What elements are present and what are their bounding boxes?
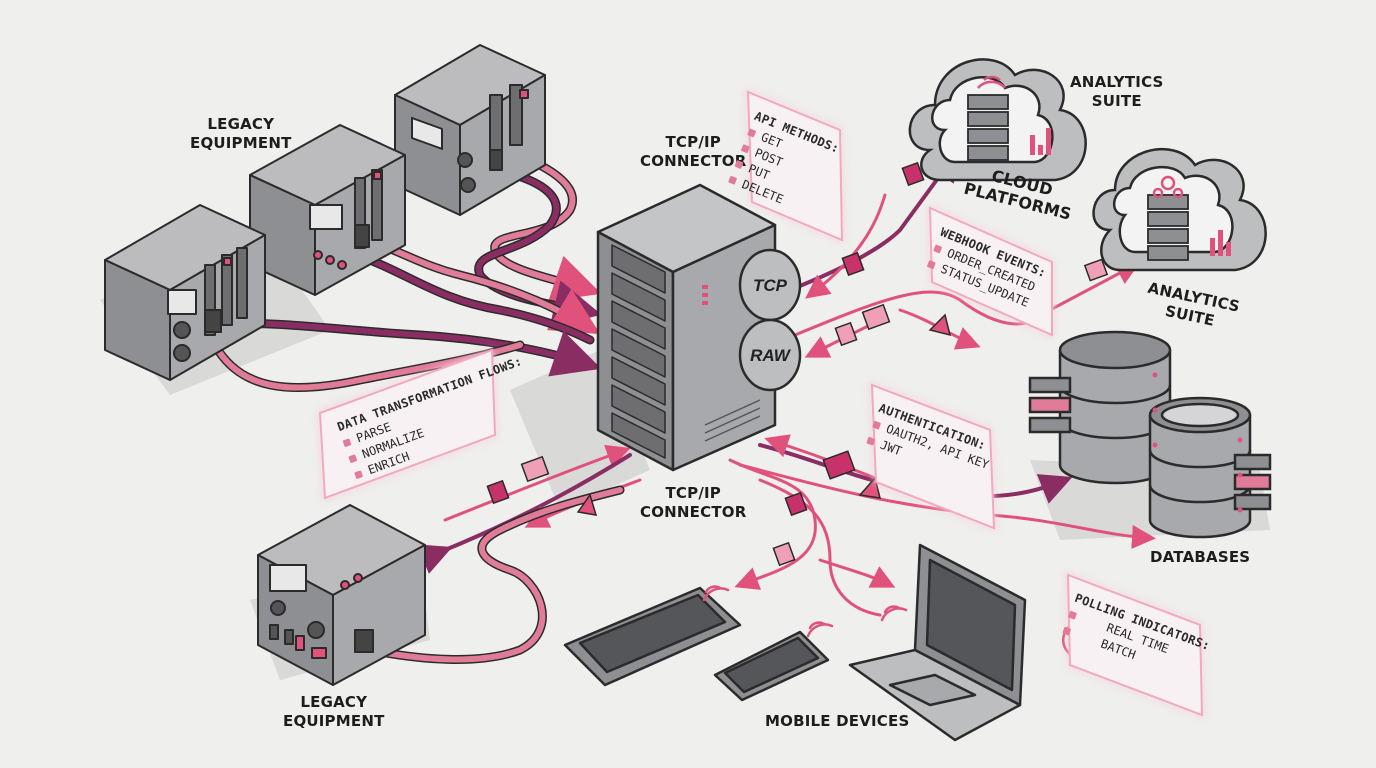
connector-badges: TCP RAW <box>738 248 802 392</box>
legacy-unit-icon <box>104 44 546 381</box>
server-rack-icon <box>596 183 777 472</box>
laptop-icon <box>848 543 1027 742</box>
mobile-devices-label: MOBILE DEVICES <box>765 712 910 730</box>
lower-links <box>365 444 896 664</box>
databases-label: DATABASES <box>1150 548 1251 566</box>
cloud-servers <box>967 75 1231 261</box>
raw-badge: RAW <box>750 346 792 365</box>
database-icon <box>1028 330 1272 539</box>
phone-icon <box>713 630 830 702</box>
tablet-icon <box>563 586 742 687</box>
data-packet-icon <box>486 161 1109 567</box>
tcp-badge: TCP <box>753 276 788 295</box>
legacy-unit-icon <box>257 504 426 686</box>
